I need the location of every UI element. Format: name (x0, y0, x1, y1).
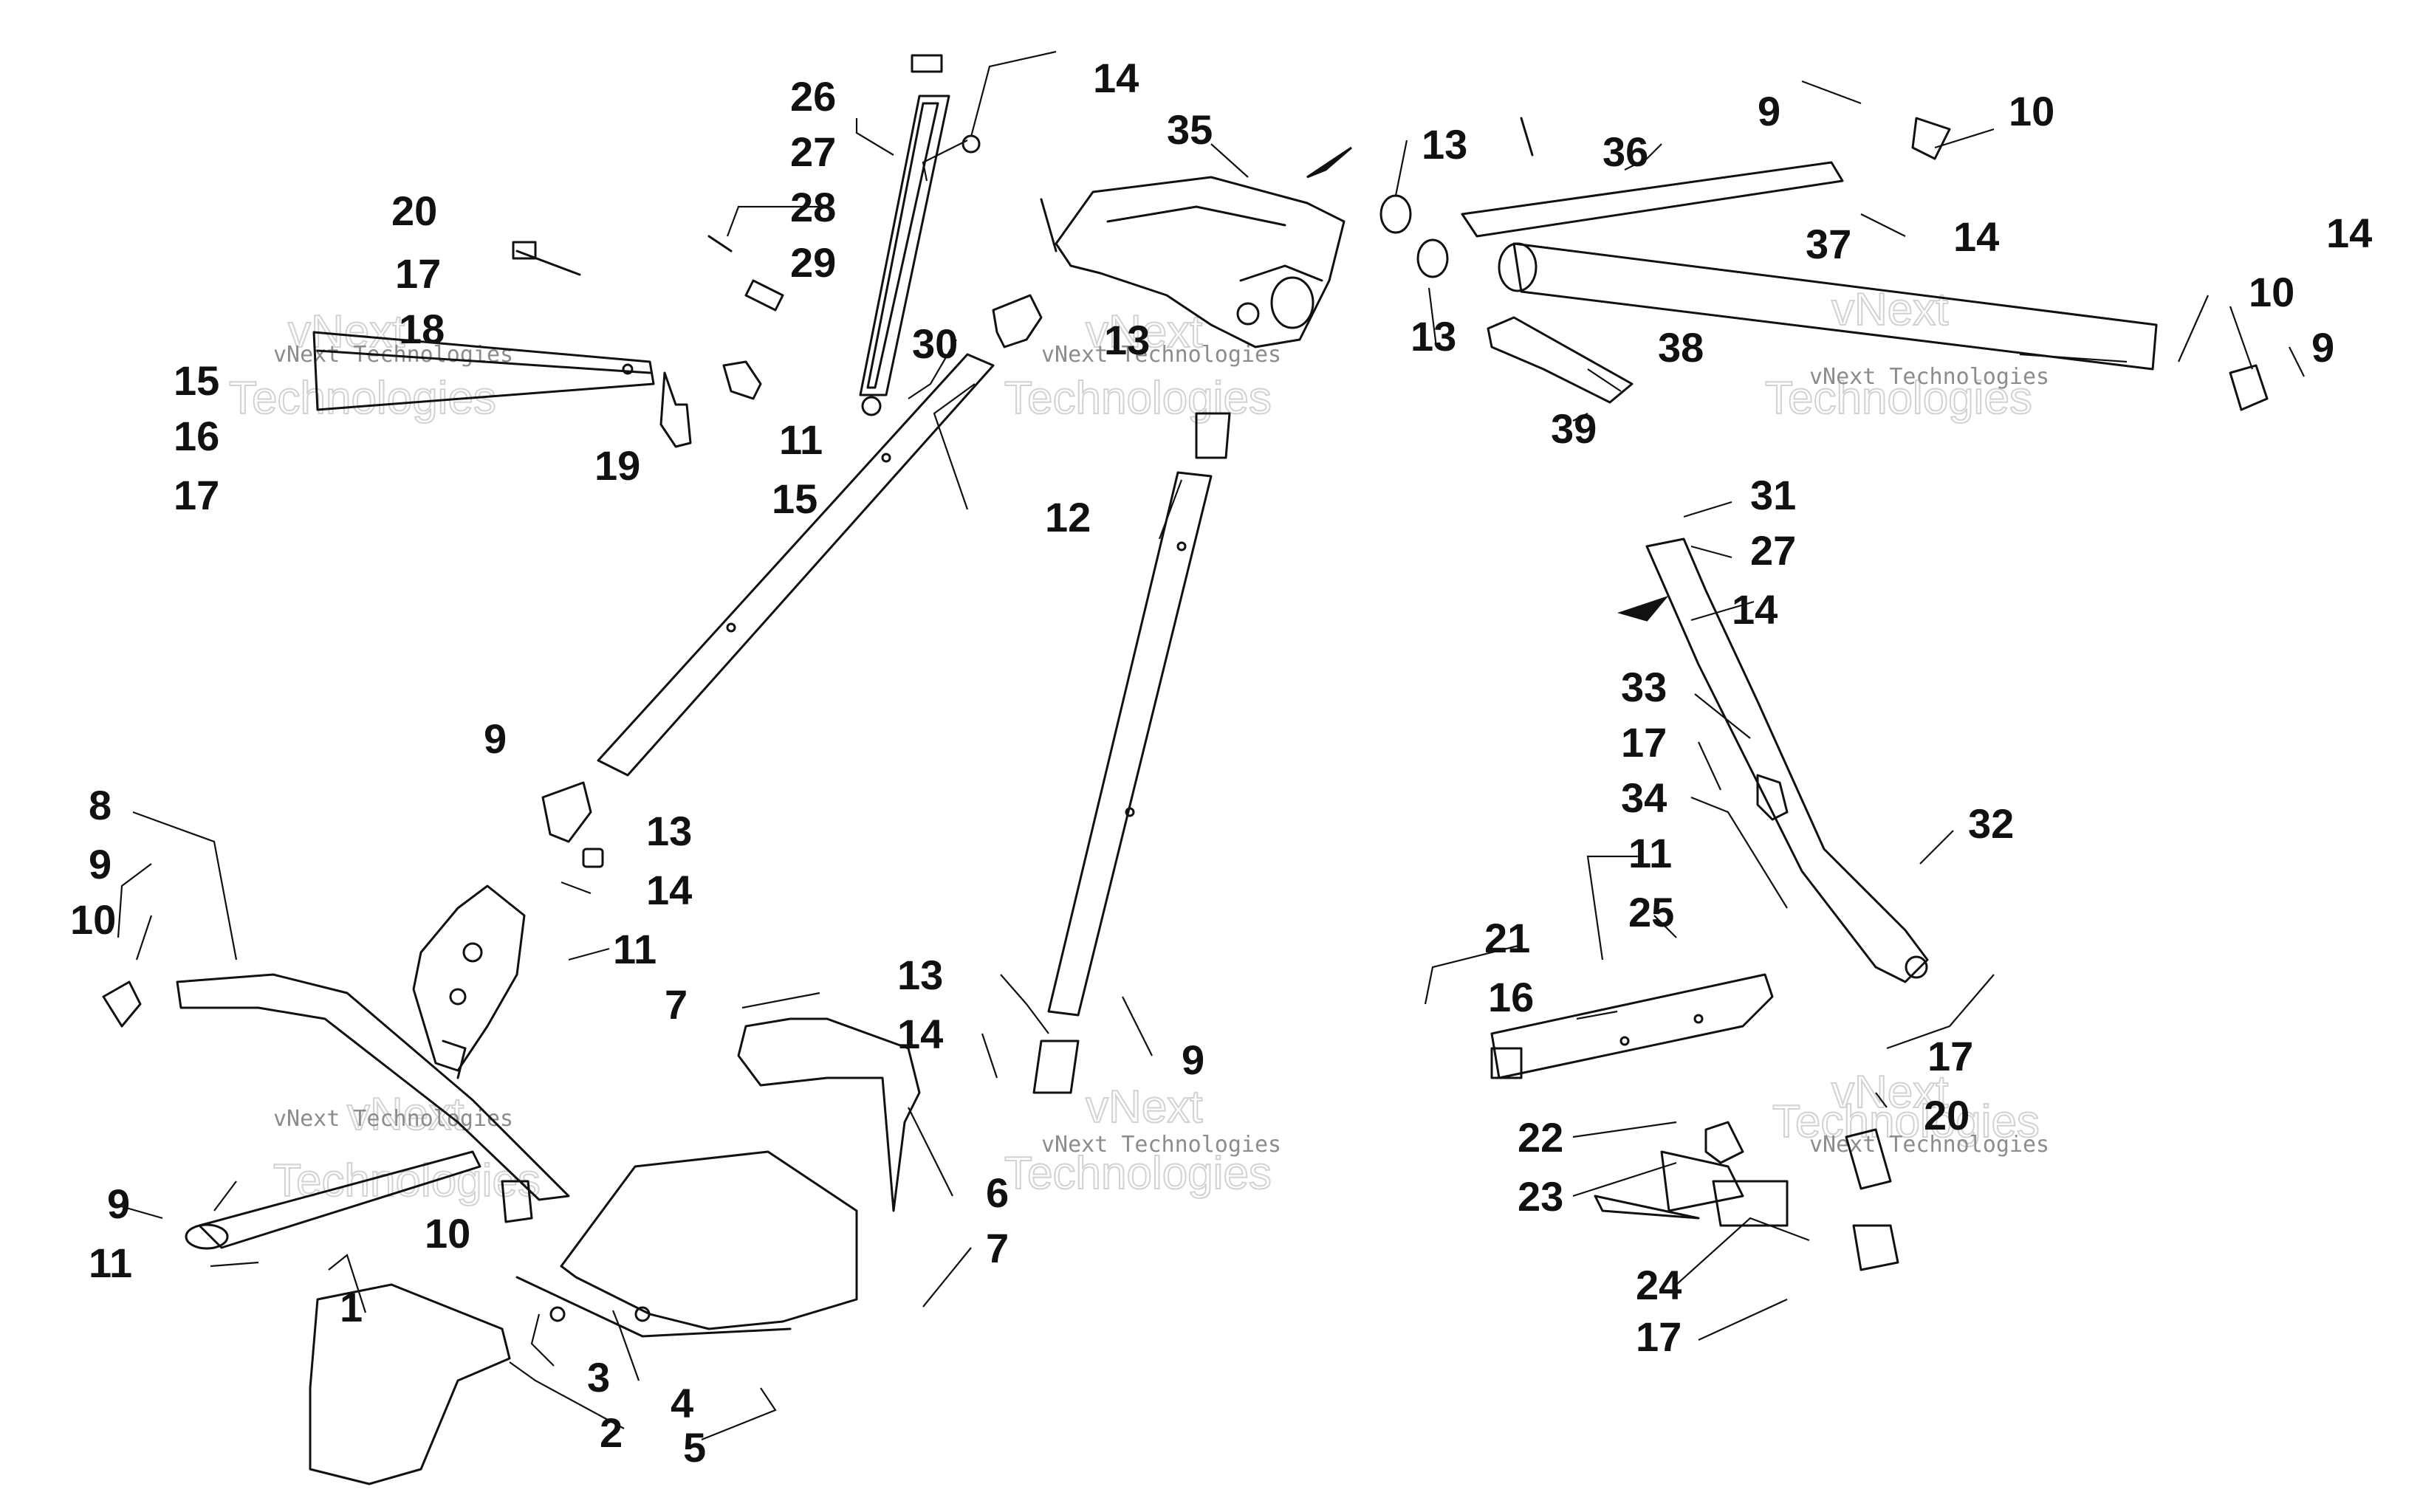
callout-13: 13 (897, 952, 943, 998)
callout-15: 15 (772, 475, 817, 522)
callout-17: 17 (1927, 1033, 1973, 1079)
callout-7: 7 (986, 1225, 1009, 1271)
callout-39: 39 (1551, 405, 1597, 452)
callout-11: 11 (613, 926, 657, 972)
callout-38: 38 (1658, 324, 1704, 371)
watermark-big: Technologies (1772, 1096, 2040, 1147)
callout-20: 20 (1924, 1092, 1970, 1138)
callout-37: 37 (1806, 221, 1851, 267)
callout-13: 13 (1410, 313, 1456, 360)
arrow-markers (1306, 146, 1669, 622)
callout-10: 10 (2009, 88, 2054, 134)
callout-9: 9 (107, 1181, 130, 1227)
main-tube-12-right (1032, 412, 1231, 1094)
callout-24: 24 (1636, 1262, 1682, 1308)
callout-16: 16 (1488, 974, 1534, 1020)
callout-1: 1 (340, 1284, 363, 1330)
right-strut-27 (1645, 537, 1929, 983)
right-frame-16 (1490, 973, 1899, 1271)
callout-11: 11 (779, 416, 823, 463)
callout-27: 27 (1750, 527, 1796, 574)
leader-lines (110, 50, 2305, 1441)
callout-11: 11 (1628, 830, 1672, 876)
callout-27: 27 (790, 128, 836, 175)
watermark-text: vNext Technologies (1041, 342, 1281, 368)
watermark-big: vNext (288, 306, 405, 357)
callout-25: 25 (1628, 889, 1674, 935)
callout-9: 9 (2311, 324, 2334, 371)
callout-19: 19 (594, 442, 640, 489)
lower-panels (309, 1017, 921, 1485)
watermark-text: vNext Technologies (273, 1106, 513, 1132)
watermark-big: Technologies (273, 1155, 541, 1206)
watermark-big: Technologies (1004, 1148, 1272, 1199)
callout-34: 34 (1621, 774, 1667, 821)
callout-22: 22 (1518, 1114, 1563, 1161)
callout-29: 29 (790, 239, 836, 286)
callout-6: 6 (986, 1169, 1009, 1216)
callout-9: 9 (1182, 1037, 1204, 1083)
callout-10: 10 (70, 896, 116, 943)
callout-14: 14 (1732, 586, 1778, 633)
callout-26: 26 (790, 73, 836, 120)
crossbar-36-37 (1379, 117, 2269, 411)
callout-36: 36 (1603, 128, 1648, 175)
callout-10: 10 (425, 1210, 470, 1257)
callout-17: 17 (1636, 1313, 1682, 1360)
callout-35: 35 (1167, 106, 1213, 153)
callout-17: 17 (395, 250, 441, 297)
callout-32: 32 (1968, 800, 2014, 847)
callout-3: 3 (587, 1354, 610, 1401)
callout-9: 9 (89, 841, 112, 887)
callout-12: 12 (1045, 494, 1091, 540)
watermark-big: vNext (1086, 306, 1202, 357)
callout-5: 5 (683, 1424, 706, 1471)
callout-8: 8 (89, 782, 112, 828)
callout-2: 2 (600, 1409, 623, 1456)
callout-14: 14 (897, 1011, 943, 1057)
callouts: 1 2 3 4 5 6 7 7 8 9 9 9 9 9 9 10 10 10 1… (70, 55, 2372, 1471)
callout-7: 7 (665, 981, 688, 1028)
callout-14: 14 (646, 867, 692, 913)
callout-10: 10 (2249, 269, 2294, 315)
callout-28: 28 (790, 184, 836, 230)
callout-20: 20 (391, 188, 437, 234)
main-tube-12-left (541, 294, 1043, 868)
callout-13: 13 (646, 808, 692, 854)
watermark-text: vNext Technologies (1809, 364, 2049, 390)
callout-16: 16 (174, 413, 219, 459)
callout-14: 14 (1953, 213, 1999, 260)
callout-15: 15 (174, 357, 219, 404)
callout-18: 18 (399, 306, 445, 352)
watermark-big: vNext (1831, 1067, 1948, 1118)
callout-14: 14 (1093, 55, 1139, 101)
vertical-strut-27 (707, 54, 981, 416)
callout-23: 23 (1518, 1173, 1563, 1220)
callout-17: 17 (1621, 719, 1667, 766)
watermark-big: Technologies (1765, 373, 2032, 424)
callout-13: 13 (1104, 317, 1150, 363)
upper-left-bracket (312, 241, 762, 448)
steering-arm-8 (102, 973, 570, 1250)
callout-14: 14 (2326, 210, 2372, 256)
watermark-big: vNext (347, 1089, 464, 1140)
lower-left-mount (412, 884, 526, 1079)
callout-4: 4 (671, 1380, 693, 1426)
callout-11: 11 (89, 1240, 132, 1286)
callout-31: 31 (1750, 472, 1796, 518)
callout-17: 17 (174, 472, 219, 518)
watermark-big: vNext (1086, 1082, 1202, 1133)
watermarks: vNext Technologies vNext Technologies vN… (228, 284, 2049, 1207)
callout-30: 30 (912, 320, 958, 367)
callout-21: 21 (1484, 915, 1530, 961)
watermark-text: vNext Technologies (1041, 1132, 1281, 1158)
callout-9: 9 (1758, 88, 1780, 134)
callout-9: 9 (484, 715, 507, 762)
watermark-big: Technologies (1004, 373, 1272, 424)
callout-13: 13 (1422, 121, 1467, 168)
callout-33: 33 (1621, 664, 1667, 710)
dash-housing-35 (1040, 176, 1346, 348)
